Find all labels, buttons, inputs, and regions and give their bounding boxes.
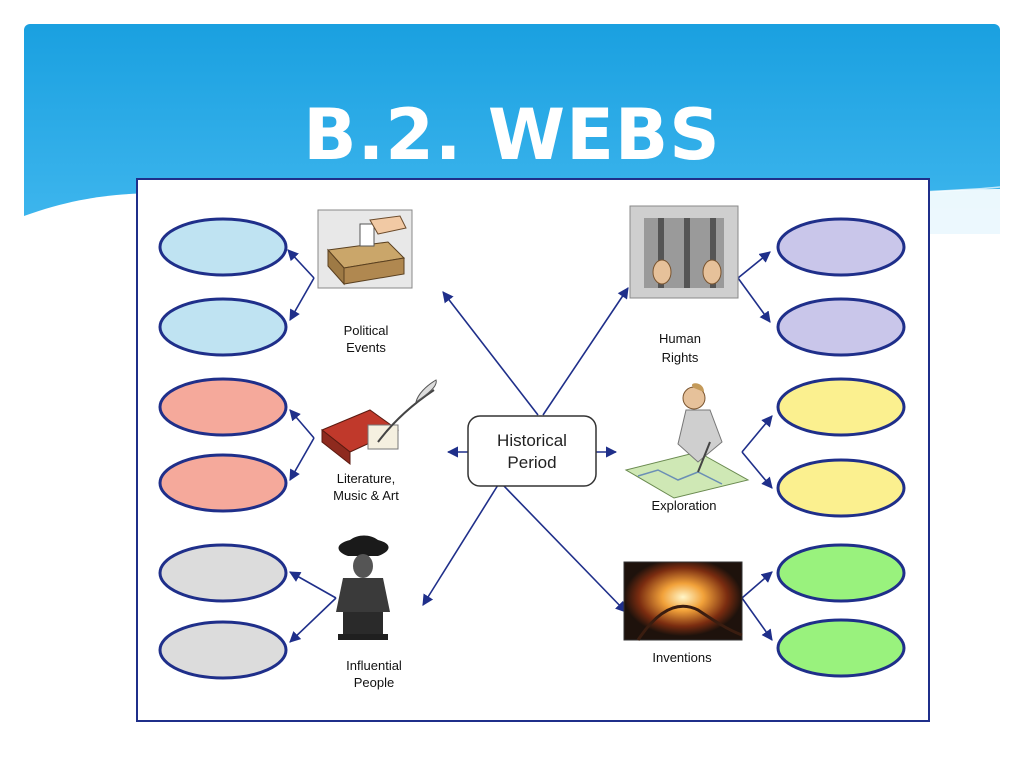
arrow-to-human-rights xyxy=(542,287,629,416)
branch-arrows-right xyxy=(737,251,773,641)
center-node[interactable]: Historical Period xyxy=(467,415,597,487)
napoleon-statue-icon xyxy=(336,535,390,640)
human-rights-ellipse-1[interactable] xyxy=(776,217,906,277)
influential-label-2: People xyxy=(354,675,394,690)
exploration-label: Exploration xyxy=(651,498,716,513)
quill-and-books-icon xyxy=(318,379,437,466)
literature-label-1: Literature, xyxy=(337,471,396,486)
influential-ellipse-2[interactable] xyxy=(158,620,288,680)
center-label-2: Period xyxy=(507,453,556,472)
political-ellipse-1[interactable] xyxy=(158,217,288,277)
exploration-ellipse-1[interactable] xyxy=(776,377,906,437)
arrow-to-influential xyxy=(422,484,499,606)
human-rights-ellipse-2[interactable] xyxy=(776,297,906,357)
human-rights-label-2: Rights xyxy=(662,350,699,365)
political-ellipse-2[interactable] xyxy=(158,297,288,357)
center-label-1: Historical xyxy=(497,431,567,450)
prison-bars-icon xyxy=(629,205,739,299)
influential-ellipse-1[interactable] xyxy=(158,543,288,603)
human-rights-label-1: Human xyxy=(659,331,701,346)
inventions-label: Inventions xyxy=(652,650,712,665)
slide-title: B.2. WEBS xyxy=(303,94,721,176)
center-arrows xyxy=(422,287,629,613)
inventions-ellipse-2[interactable] xyxy=(776,618,906,678)
political-label-2: Events xyxy=(346,340,386,355)
ballot-box-icon xyxy=(317,209,413,289)
literature-label-2: Music & Art xyxy=(333,488,399,503)
arrow-to-inventions xyxy=(502,484,627,613)
light-bulb-icon xyxy=(623,561,743,641)
web-diagram: Political Events Literature, Music & Art… xyxy=(136,178,930,722)
explorer-map-icon xyxy=(624,383,750,499)
inventions-ellipse-1[interactable] xyxy=(776,543,906,603)
influential-label-1: Influential xyxy=(346,658,402,673)
political-label-1: Political xyxy=(344,323,389,338)
arrow-to-political xyxy=(442,291,539,416)
exploration-ellipse-2[interactable] xyxy=(776,458,906,518)
literature-ellipse-1[interactable] xyxy=(158,377,288,437)
literature-ellipse-2[interactable] xyxy=(158,453,288,513)
branch-arrows-left xyxy=(287,249,337,643)
